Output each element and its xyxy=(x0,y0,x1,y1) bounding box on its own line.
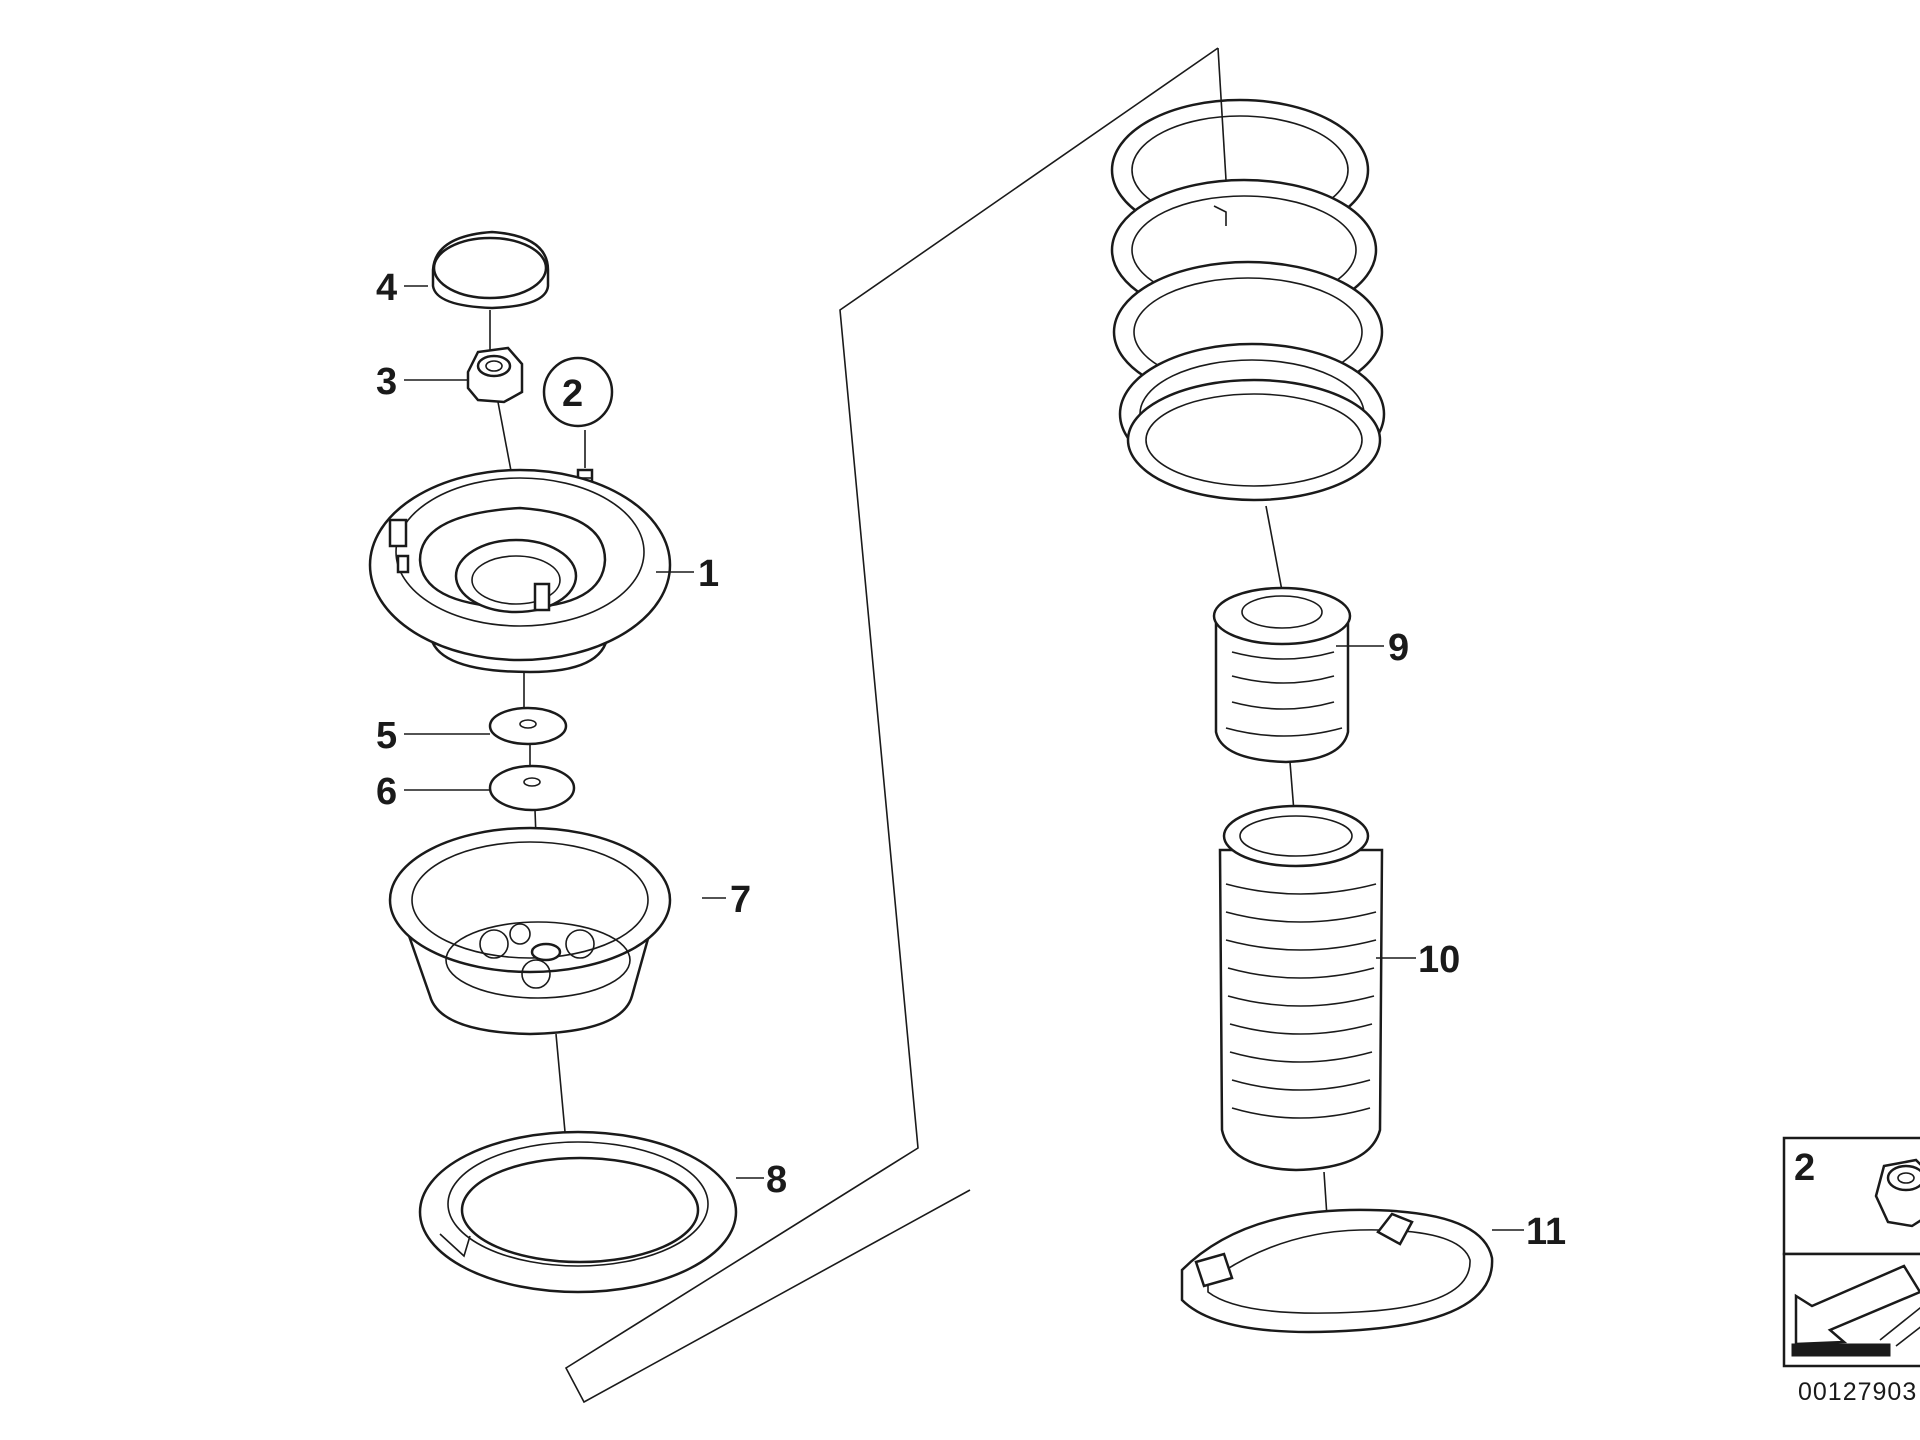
callout-7: 7 xyxy=(730,879,751,921)
part-1-top-mount xyxy=(368,468,672,674)
part-10-bellows xyxy=(1218,804,1384,1172)
part-9-bump-stop xyxy=(1212,586,1352,764)
part-8-spring-pad xyxy=(418,1130,738,1294)
part-11-lower-pad xyxy=(1180,1208,1494,1334)
callout-5: 5 xyxy=(376,715,397,757)
coil-spring xyxy=(1110,98,1386,502)
direction-arrow-icon xyxy=(1791,1264,1920,1357)
part-6-washer xyxy=(488,764,576,812)
callout-10: 10 xyxy=(1418,939,1460,981)
hex-nut-icon xyxy=(1874,1158,1920,1228)
part-3-hex-nut xyxy=(466,346,524,404)
callout-2-circle: 2 xyxy=(542,356,614,428)
callout-9: 9 xyxy=(1388,627,1409,669)
part-7-spring-seat xyxy=(388,826,672,1036)
callout-1: 1 xyxy=(698,553,719,595)
reference-number: 00127903 xyxy=(1798,1378,1917,1406)
callout-11: 11 xyxy=(1526,1211,1566,1253)
inset-label-2: 2 xyxy=(1794,1147,1815,1189)
assembly-boundary-line xyxy=(564,47,1219,1404)
callout-2: 2 xyxy=(562,373,583,415)
callout-8: 8 xyxy=(766,1159,787,1201)
callout-6: 6 xyxy=(376,771,397,813)
callout-3: 3 xyxy=(376,361,397,403)
callout-4: 4 xyxy=(376,267,397,309)
part-4-cap xyxy=(431,230,550,310)
part-5-washer xyxy=(488,706,568,746)
inset-panel: 2 xyxy=(1782,1136,1920,1368)
